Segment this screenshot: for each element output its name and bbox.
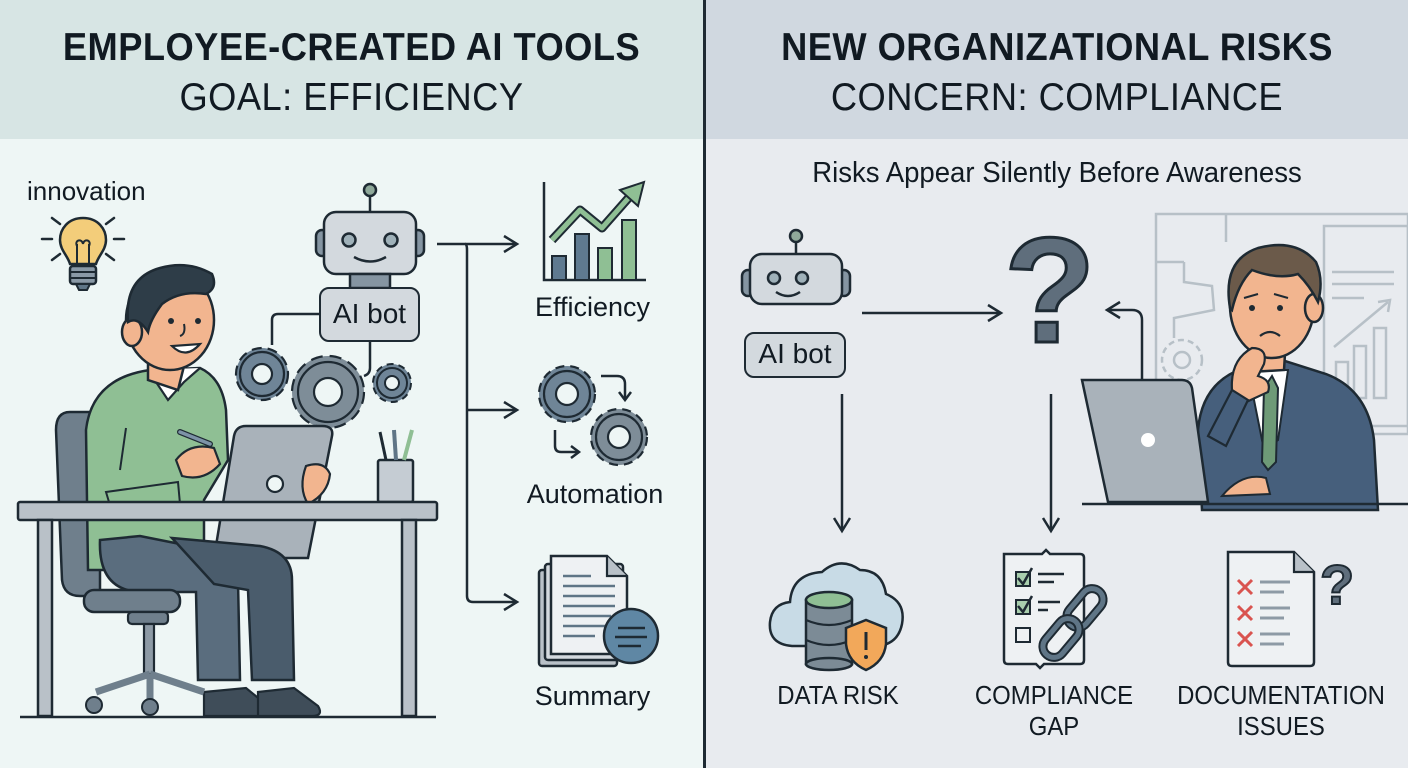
left-title: EMPLOYEE-CREATED AI TOOLS [62, 26, 641, 69]
checklist-broken-link-icon [1002, 548, 1108, 670]
lightbulb-icon [40, 216, 126, 291]
right-header: NEW ORGANIZATIONAL RISKS CONCERN: COMPLI… [706, 0, 1408, 139]
ai-bot-label: AI bot [758, 338, 832, 369]
risk-label-data: DATA RISK [777, 680, 899, 710]
cloud-database-warning-icon [768, 562, 904, 672]
right-subtitle: CONCERN: COMPLIANCE [830, 76, 1284, 119]
left-subtitle: GOAL: EFFICIENCY [179, 76, 524, 119]
risk-tagline: Risks Appear Silently Before Awareness [812, 157, 1302, 189]
ai-bot-badge [744, 332, 846, 378]
risk-label-documentation-line2: ISSUES [1237, 711, 1325, 741]
ai-bot-badge [319, 287, 420, 342]
robot-icon [740, 228, 852, 306]
right-panel: NEW ORGANIZATIONAL RISKS CONCERN: COMPLI… [706, 0, 1408, 768]
bar-chart-up-icon [542, 180, 646, 282]
document-errors-question-icon [1226, 550, 1316, 668]
left-header: EMPLOYEE-CREATED AI TOOLS GOAL: EFFICIEN… [0, 0, 703, 139]
worried-manager-illustration [1080, 243, 1408, 512]
output-label-automation: Automation [526, 479, 664, 509]
innovation-label: innovation [27, 176, 146, 206]
right-title: NEW ORGANIZATIONAL RISKS [781, 26, 1333, 69]
robot-icon [314, 182, 426, 290]
left-panel: EMPLOYEE-CREATED AI TOOLS GOAL: EFFICIEN… [0, 0, 703, 768]
question-mark-small-icon: ? [1319, 552, 1355, 617]
flow-arrows [832, 300, 1144, 534]
panel-divider [703, 0, 706, 768]
employee-at-desk-illustration [16, 263, 439, 719]
bot-gear-connectors [270, 234, 520, 612]
risk-label-compliance-line2: GAP [1028, 711, 1080, 741]
output-label-summary: Summary [534, 681, 651, 711]
ai-bot-label: AI bot [332, 298, 407, 329]
gears-cycle-icon [537, 364, 649, 467]
risk-label-documentation-line1: DOCUMENTATION [1177, 680, 1385, 710]
gears-icon [234, 346, 412, 430]
risk-label-compliance-line1: COMPLIANCE [974, 680, 1134, 710]
document-summary-icon [537, 554, 660, 668]
output-label-efficiency: Efficiency [534, 292, 651, 322]
